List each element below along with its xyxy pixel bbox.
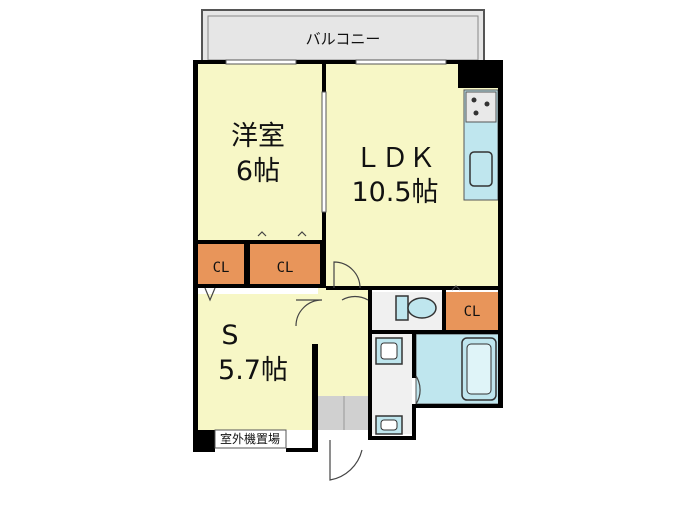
bathtub-icon: [461, 337, 497, 401]
windows: [225, 59, 447, 213]
toilet-icon: [395, 295, 437, 321]
hallway-floor: [318, 286, 370, 396]
western-room-size: 6帖: [236, 156, 280, 187]
balcony-label: バルコニー: [306, 30, 381, 48]
closet-2-label: CL: [277, 260, 294, 276]
closet-2-fill: [250, 244, 320, 284]
washing-machine-icon: [375, 415, 403, 435]
washbasin-icon: [375, 337, 403, 365]
ldk-size: 10.5帖: [351, 177, 438, 208]
storage-room-name: S: [221, 320, 238, 351]
closet-3-label: CL: [464, 304, 481, 320]
ldk-name: ＬＤＫ: [355, 143, 436, 174]
western-room-name: 洋室: [231, 121, 285, 152]
closet-1-label: CL: [213, 260, 230, 276]
closet-3-fill: [446, 292, 498, 330]
kitchen-counter: [463, 89, 499, 201]
doors: [204, 231, 461, 481]
western-room-floor: [198, 64, 322, 240]
outdoor-unit-label: 室外機置場: [220, 431, 280, 446]
outdoor-unit-area: [214, 429, 287, 449]
closet-1-fill: [198, 244, 244, 284]
balcony: バルコニー: [201, 9, 485, 63]
storage-room-size: 5.7帖: [218, 355, 288, 386]
